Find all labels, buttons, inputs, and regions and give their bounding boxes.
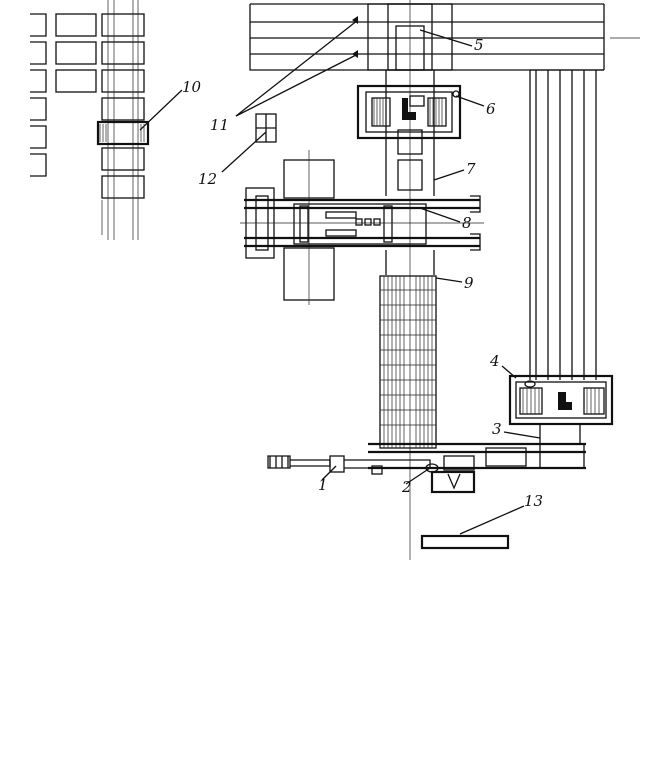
label-11: 11 — [210, 116, 229, 134]
crane-unit-4 — [508, 374, 614, 445]
label-10: 10 — [182, 78, 202, 96]
label-8: 8 — [462, 214, 472, 232]
bottom-conveyor — [267, 442, 586, 494]
leader-lines — [139, 19, 541, 535]
label-2: 2 — [401, 478, 412, 496]
label-13: 13 — [524, 492, 543, 510]
top-beam — [249, 3, 640, 71]
label-3: 3 — [492, 420, 502, 438]
label-6: 6 — [486, 100, 496, 118]
box-12 — [255, 113, 277, 143]
label-7: 7 — [466, 160, 476, 178]
label-5: 5 — [474, 36, 484, 54]
labels: 1 2 3 4 5 6 7 8 9 10 11 12 13 — [182, 36, 543, 510]
label-4: 4 — [489, 352, 500, 370]
left-storage-blocks — [30, 0, 150, 240]
crane-unit-6 — [356, 84, 462, 140]
main-column — [367, 0, 453, 560]
billet-stack-9 — [379, 275, 437, 449]
right-column — [529, 69, 604, 380]
label-1: 1 — [318, 476, 328, 494]
label-12: 12 — [198, 170, 217, 188]
label-9: 9 — [464, 274, 474, 292]
transfer-car-8 — [240, 150, 484, 305]
plate-13 — [420, 534, 510, 550]
